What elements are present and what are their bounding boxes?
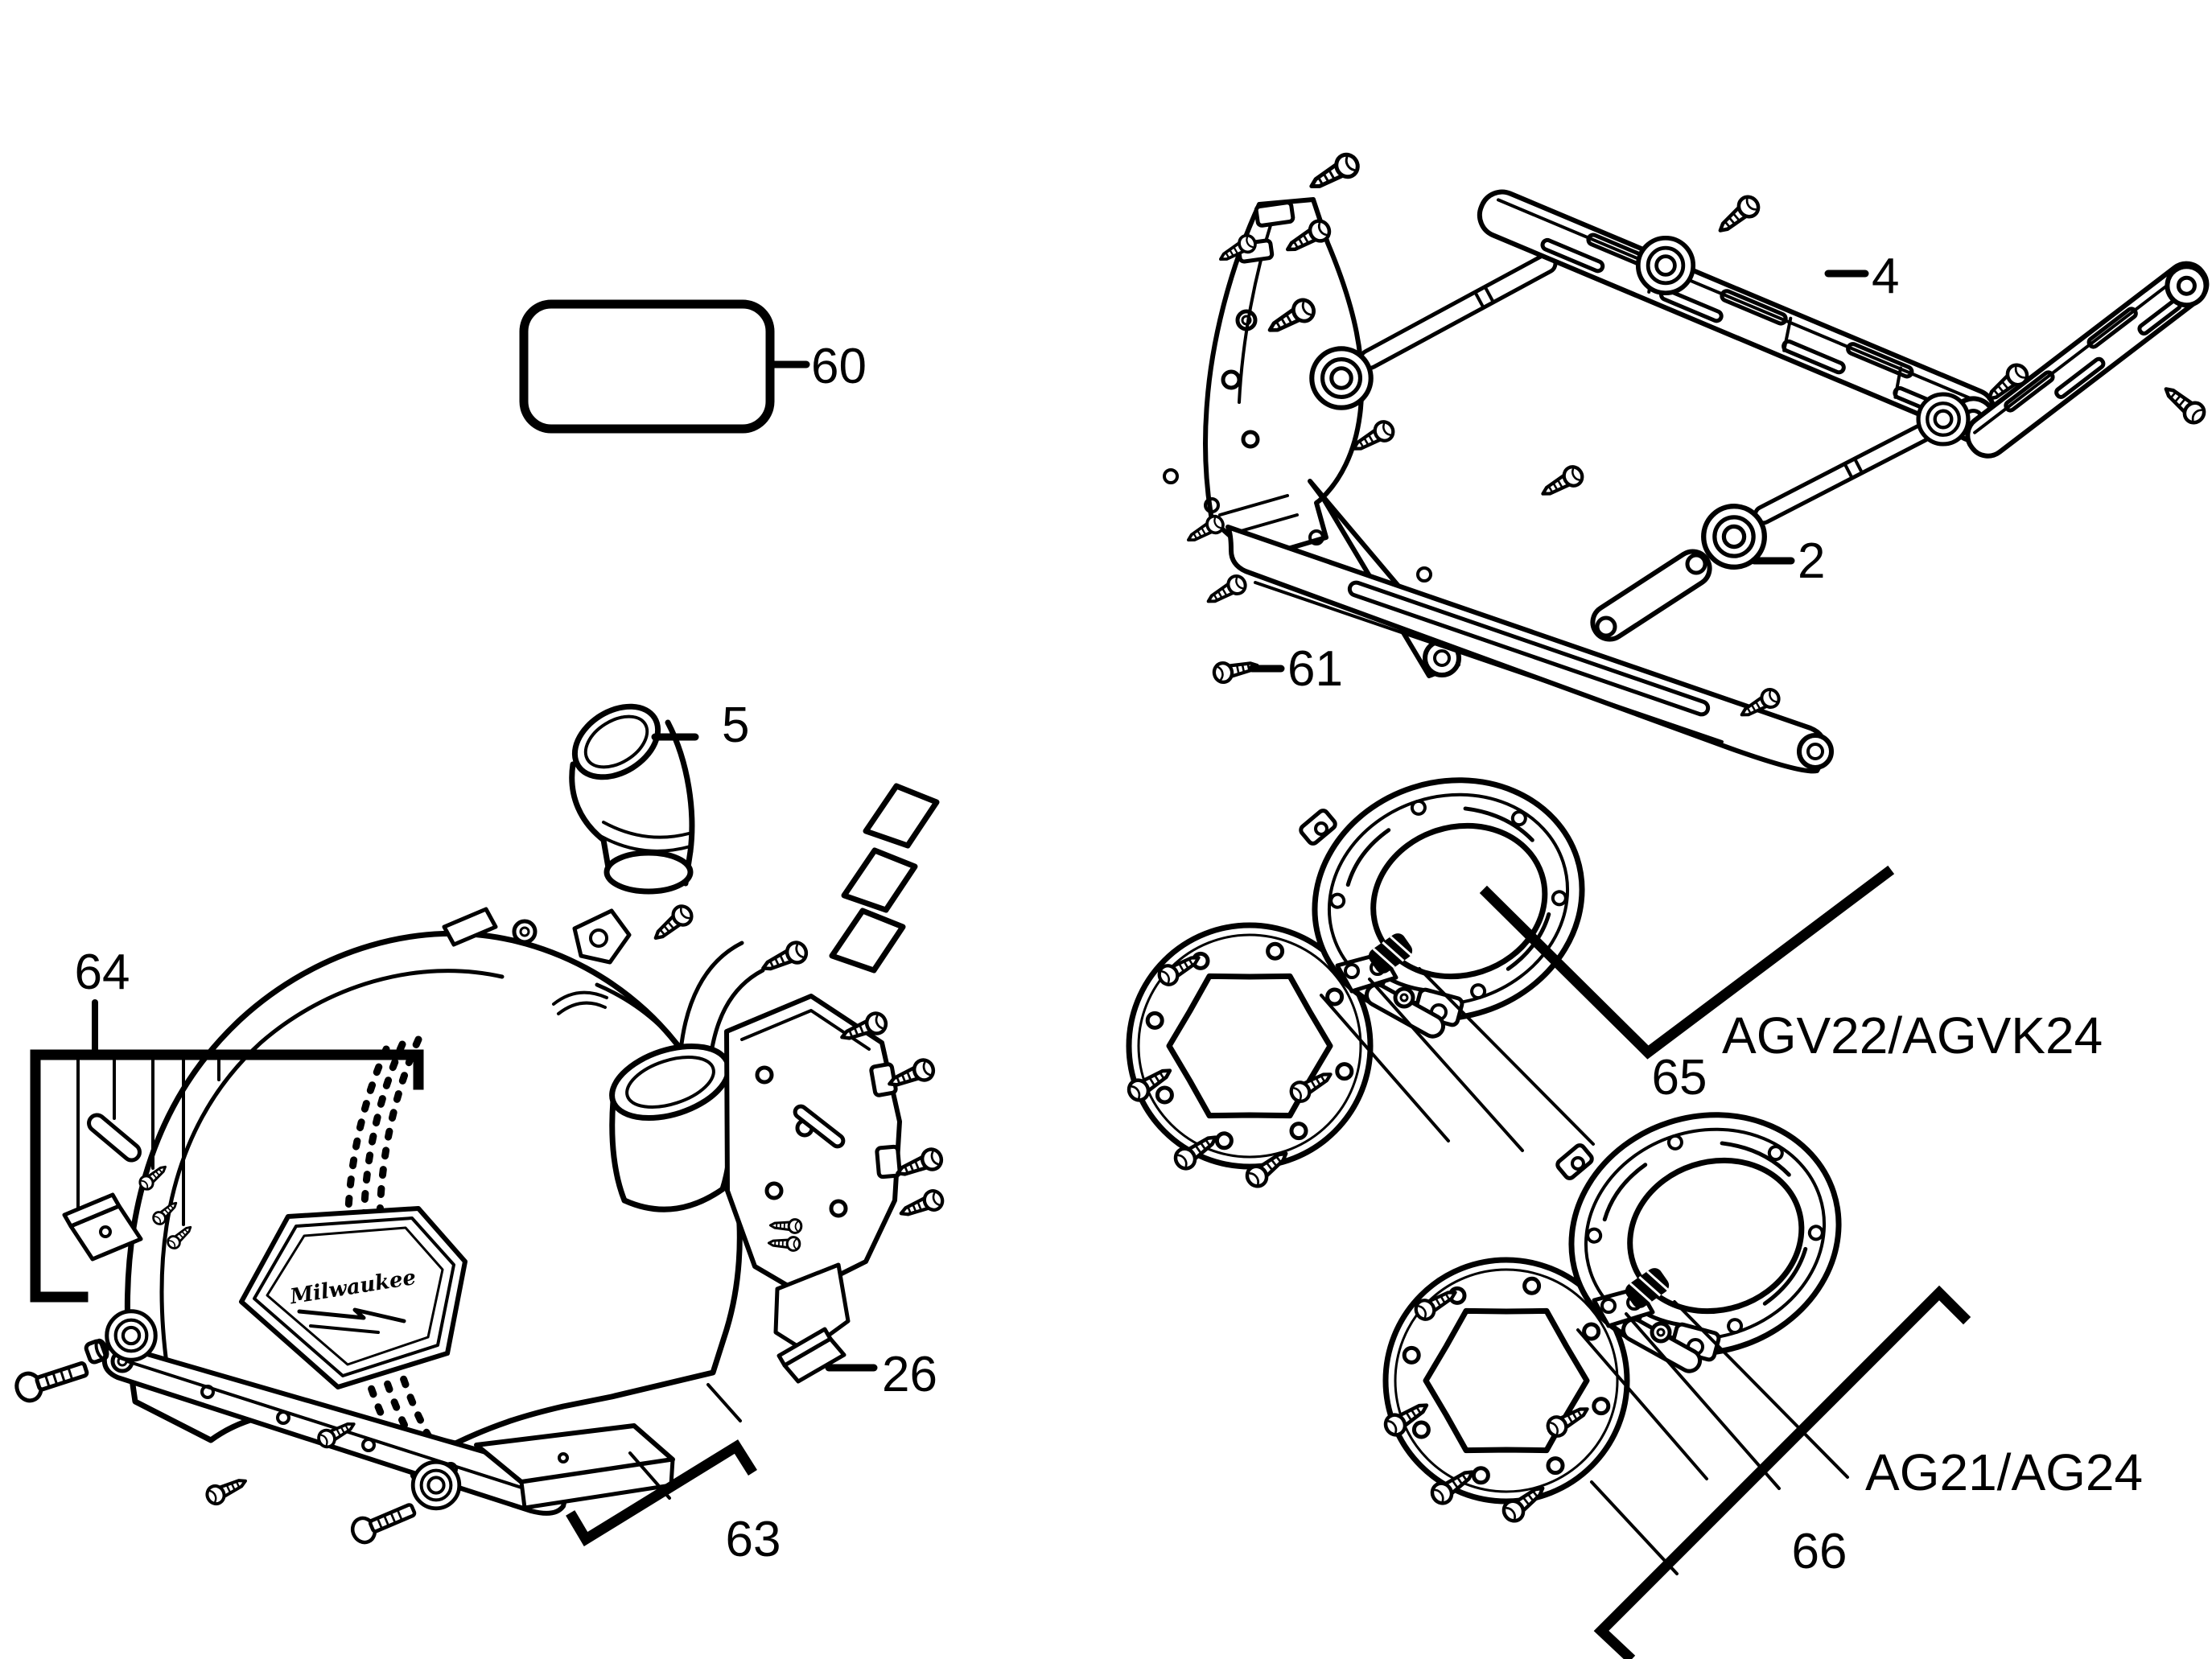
callout-64: 64 [75, 945, 130, 1000]
screw-icon [1714, 193, 1762, 238]
screw-icon [894, 1146, 945, 1183]
callout-63: 63 [726, 1512, 781, 1567]
axle-shaft-right [1753, 422, 1933, 525]
carriage-lower-arm [1225, 525, 1834, 774]
bearing-icon [1638, 238, 1693, 293]
bracket-64 [30, 1049, 424, 1303]
roller-bolt [14, 1361, 89, 1403]
screw-icon [1182, 512, 1228, 550]
kit-66-models: AG21/AG24 [1865, 1443, 2143, 1501]
callout-26: 26 [882, 1347, 937, 1402]
bearing-icon [1918, 394, 1968, 444]
callout-63-group: 63 [566, 1383, 781, 1567]
cover-plate [649, 903, 945, 1354]
bracket-63 [566, 1439, 757, 1546]
roller-bolt [350, 1503, 417, 1545]
bearing-icon [1312, 348, 1370, 407]
screw-icon [759, 940, 809, 978]
screw-icon [649, 903, 695, 945]
callout-4: 4 [1872, 249, 1899, 304]
bracket-66 [1593, 1285, 1971, 1659]
bracket-65 [1479, 865, 1895, 1060]
screw-icon [1306, 150, 1361, 196]
callout-2: 2 [1798, 533, 1825, 589]
roller-spacer [84, 1338, 109, 1365]
vacuum-elbow: 5 [568, 698, 749, 895]
bearing-icon [107, 1311, 155, 1360]
callout-61: 61 [1287, 641, 1343, 697]
callout-66: 66 [1792, 1524, 1847, 1579]
guide-rail-lower [1965, 261, 2210, 459]
carriage-link [1590, 549, 1712, 642]
shroud-lower-arm [14, 1311, 675, 1545]
bearing-icon [413, 1462, 459, 1509]
screw-icon [897, 1188, 945, 1222]
retaining-clip [1204, 497, 1220, 513]
dust-shroud-assembly: 5 Milwaukee [14, 698, 945, 1567]
kit-65-models: AGV22/AGVK24 [1722, 1007, 2103, 1064]
part-64-group: 64 [30, 945, 424, 1303]
guard-dome: Milwaukee [124, 907, 765, 1486]
axle-shaft-left [1358, 253, 1558, 370]
part-26-wedge: 26 [776, 1327, 937, 1402]
callout-65: 65 [1652, 1050, 1707, 1105]
screw-icon [1204, 573, 1249, 609]
diamond-gaskets [829, 783, 940, 974]
retaining-clip [1163, 468, 1179, 484]
callout-5: 5 [722, 698, 749, 753]
part-60-gasket-box: 60 [519, 299, 867, 434]
roller-pin [87, 1113, 142, 1163]
screw-icon [2160, 381, 2208, 426]
callout-60: 60 [811, 339, 867, 394]
kit-65-agv22-agvk24: 65 AGV22/AGVK24 [1125, 746, 2103, 1190]
screw-icon [204, 1473, 249, 1507]
carriage-assembly: 4 2 61 [1163, 150, 2212, 774]
kit-66-ag21-ag24: 66 AG21/AG24 [1382, 1081, 2143, 1659]
screw-icon [1539, 463, 1586, 502]
